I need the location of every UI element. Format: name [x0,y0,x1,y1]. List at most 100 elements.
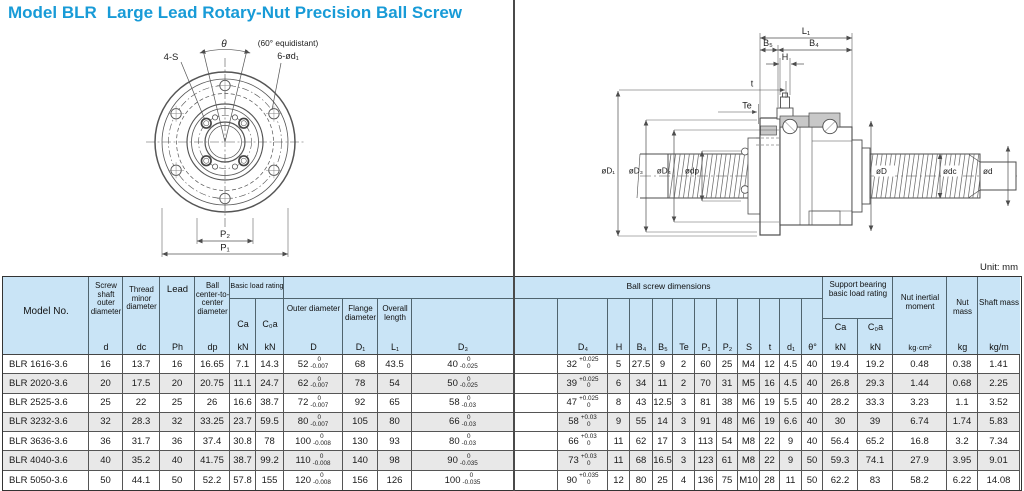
table-cell: 92 [343,393,378,413]
table-cell: 44.1 [123,470,160,490]
table-cell: 6.22 [947,470,978,490]
table-cell: 2.25 [978,374,1020,394]
header-overall-len: Overall length [382,304,408,322]
table-cell: M5 [738,374,760,394]
table-cell: 5.5 [780,393,802,413]
bolt-holes [168,77,282,207]
header-grid-line [159,277,160,354]
table-cell: 136 [695,470,717,490]
table-cell: 39 [858,412,893,433]
table-cell: 40 [802,374,823,394]
header-grid-line [823,318,893,319]
table-cell [514,451,558,471]
table-cell: 14.3 [256,355,284,375]
header-dp: Ball center-to-center diameter [195,281,230,316]
table-cell: 4.5 [780,374,802,394]
table-cell: 48 [717,412,738,433]
header-grid-line [283,277,284,354]
table-cell: 81 [695,393,717,413]
label-ddc: ødc [943,167,957,176]
table-cell: 11.1 [230,374,256,394]
table-cell: 3.2 [947,432,978,452]
table-cell: 32 [89,412,123,433]
table-cell [514,355,558,375]
col-symbol: kg/m [989,342,1009,352]
table-cell: 19.2 [858,355,893,375]
table-cell: 9 [653,355,673,375]
page-title-rest: Large Lead Rotary-Nut Precision Ball Scr… [106,3,462,22]
header-grid-line [255,298,256,354]
table-cell: 50 [89,470,123,490]
table-cell: 43 [630,393,653,413]
thread-hatch-right [870,154,980,198]
col-symbol: Ph [171,342,183,352]
page-divider [513,0,515,491]
header-support-c0a: C₀a [867,322,884,332]
table-cell: 74.1 [858,451,893,471]
table-cell: 83 [858,470,893,490]
table-cell: 11 [780,470,802,490]
label-dD3: øD₃ [629,167,643,176]
table-cell: 38 [717,393,738,413]
label-6d1: 6-ød₁ [277,51,299,61]
table-cell: 41.75 [195,451,230,471]
col-symbol: kg [957,342,968,352]
table-cell: 25 [160,393,195,413]
col-symbol: P₁ [701,342,711,352]
table-cell: 22 [123,393,160,413]
table-cell: 34 [630,374,653,394]
table-cell: 3 [673,432,695,452]
table-cell: 22 [760,432,780,452]
header-support-ca: Ca [834,322,847,332]
table-cell: 33.25 [195,412,230,433]
model-cell: BLR 3636-3.6 [3,432,89,452]
table-cell: 3 [673,412,695,433]
table-cell: 50 [802,451,823,471]
table-cell: 19 [760,412,780,433]
table-cell: 55 [630,412,653,433]
col-symbol: kN [870,342,881,352]
col-symbol: kg·cm² [908,343,932,352]
header-dc: Thread minor diameter [126,285,157,312]
table-header: Model No. Screw shaft outer diameter Thr… [3,277,1020,355]
table-cell: 8 [608,393,630,413]
table-cell: 99.2 [256,451,284,471]
col-symbol: t [768,342,772,352]
table-cell: 28 [760,470,780,490]
table-cell: 0.38 [947,355,978,375]
table-cell: 7.34 [978,432,1020,452]
table-cell: 68 [630,451,653,471]
table-cell: 29.3 [858,374,893,394]
header-flange-dia: Flange diameter [344,304,377,322]
table-cell: 27.9 [893,451,947,471]
table-cell: 35.2 [123,451,160,471]
table-cell: M10 [738,470,760,490]
table-cell: 36 [160,432,195,452]
table-cell: 9.01 [978,451,1020,471]
table-cell: 11 [608,432,630,452]
header-grid-line [977,277,978,354]
model-cell: BLR 4040-3.6 [3,451,89,471]
header-grid-line [672,298,673,354]
table-cell: 2 [673,374,695,394]
unit-note: Unit: mm [980,262,1018,273]
table-cell: 14 [653,412,673,433]
table-cell: 50 [802,470,823,490]
header-support-group: Support bearing basic load rating [828,280,888,298]
col-symbol: P₂ [722,342,733,352]
col-symbol: kN [264,342,276,352]
model-cell: BLR 5050-3.6 [3,470,89,490]
table-cell: 22 [760,451,780,471]
table-cell: 65 [378,393,412,413]
table-cell: 38.7 [230,451,256,471]
header-grid-line [629,298,630,354]
table-cell: 7.1 [230,355,256,375]
table-cell: 80 [378,412,412,433]
